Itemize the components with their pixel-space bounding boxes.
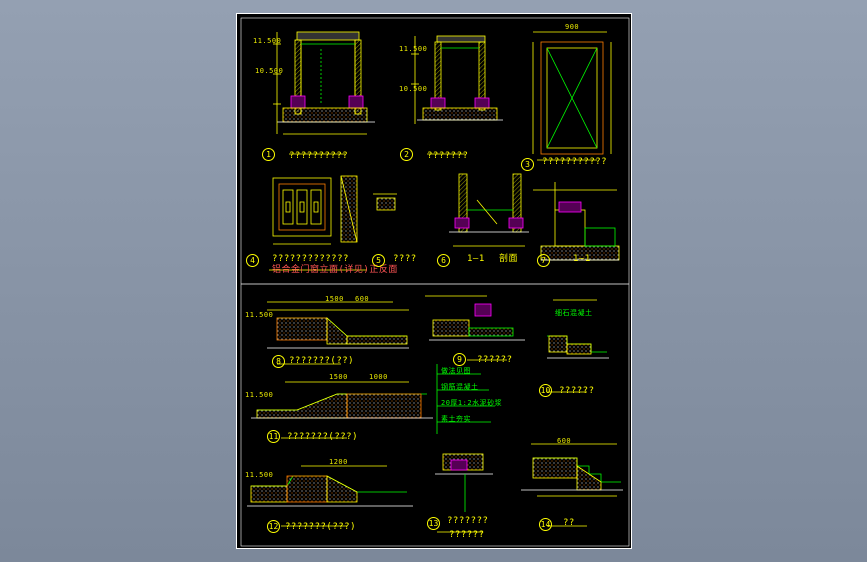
note-text: 钢筋混凝土: [441, 383, 479, 391]
detail-title-5: ????: [393, 254, 417, 264]
detail-number-7: 7: [537, 254, 550, 267]
note-text: 细石混凝土: [555, 309, 593, 317]
detail-number-5: 5: [372, 254, 385, 267]
detail-title-6b: 剖面: [499, 254, 519, 264]
detail-title-6: 1—1: [467, 254, 485, 264]
note-text: 做法见图: [441, 367, 471, 375]
detail-title-8: ???????(??): [289, 356, 355, 366]
detail-11-ramp: [251, 381, 433, 439]
detail-9-step: [425, 295, 525, 361]
elevation-label: 10.500: [399, 85, 428, 93]
detail-number-9: 9: [453, 353, 466, 366]
elevation-label: 11.500: [245, 471, 274, 479]
detail-title-4: ?????????????: [272, 254, 349, 264]
detail-title-9: ??????: [477, 355, 513, 365]
detail-title-2: ???????: [427, 151, 469, 161]
detail-title-1: ??????????: [289, 151, 349, 161]
dimension-label: 900: [565, 23, 580, 31]
dimension-label: 1000: [369, 373, 388, 381]
cad-drawing-sheet[interactable]: 1 ?????????? 2 ??????? 3 ??????????? 4 ?…: [236, 13, 632, 549]
detail-title-10: ??????: [559, 386, 595, 396]
detail-12-ramp: [247, 465, 413, 527]
detail-title-7: 1—1: [573, 254, 591, 264]
elevation-label: 10.500: [255, 67, 284, 75]
detail-number-11: 11: [267, 430, 280, 443]
detail-number-3: 3: [521, 158, 534, 171]
detail-title-4b: 铝合金门窗立面(详见)正反面: [272, 265, 398, 275]
elevation-label: 11.500: [245, 391, 274, 399]
detail-number-10: 10: [539, 384, 552, 397]
elevation-label: 11.500: [245, 311, 274, 319]
dimension-label: 600: [557, 437, 572, 445]
dimension-label: 1500: [325, 295, 344, 303]
note-text: 素土夯实: [441, 415, 471, 423]
detail-5-6-7: [373, 173, 620, 261]
detail-number-1: 1: [262, 148, 275, 161]
detail-number-14: 14: [539, 518, 552, 531]
detail-8-ramp: [267, 301, 409, 365]
detail-number-12: 12: [267, 520, 280, 533]
elevation-label: 11.500: [399, 45, 428, 53]
note-text: 20厚1:2水泥砂浆: [441, 399, 503, 407]
detail-number-13: 13: [427, 517, 440, 530]
detail-title-11: ???????(???): [287, 432, 359, 442]
detail-number-2: 2: [400, 148, 413, 161]
detail-number-6: 6: [437, 254, 450, 267]
detail-3-window: [532, 31, 612, 161]
dimension-label: 600: [355, 295, 370, 303]
elevation-label: 11.500: [253, 37, 282, 45]
detail-title-13a: ???????: [447, 516, 489, 526]
detail-title-12: ???????(???): [285, 522, 357, 532]
detail-number-8: 8: [272, 355, 285, 368]
detail-13-notes: [435, 364, 495, 533]
detail-title-13b: ??????: [449, 530, 485, 540]
cad-drawing-canvas: [240, 17, 630, 547]
dimension-label: 1500: [329, 373, 348, 381]
detail-4-door: [269, 175, 367, 271]
detail-title-14: ??: [563, 518, 575, 528]
detail-title-3: ???????????: [542, 157, 608, 167]
detail-number-4: 4: [246, 254, 259, 267]
detail-14-stair: [521, 443, 623, 527]
detail-1-section: [273, 31, 375, 155]
detail-2-section: [411, 35, 503, 155]
dimension-label: 1200: [329, 458, 348, 466]
detail-10-step: [547, 299, 609, 393]
